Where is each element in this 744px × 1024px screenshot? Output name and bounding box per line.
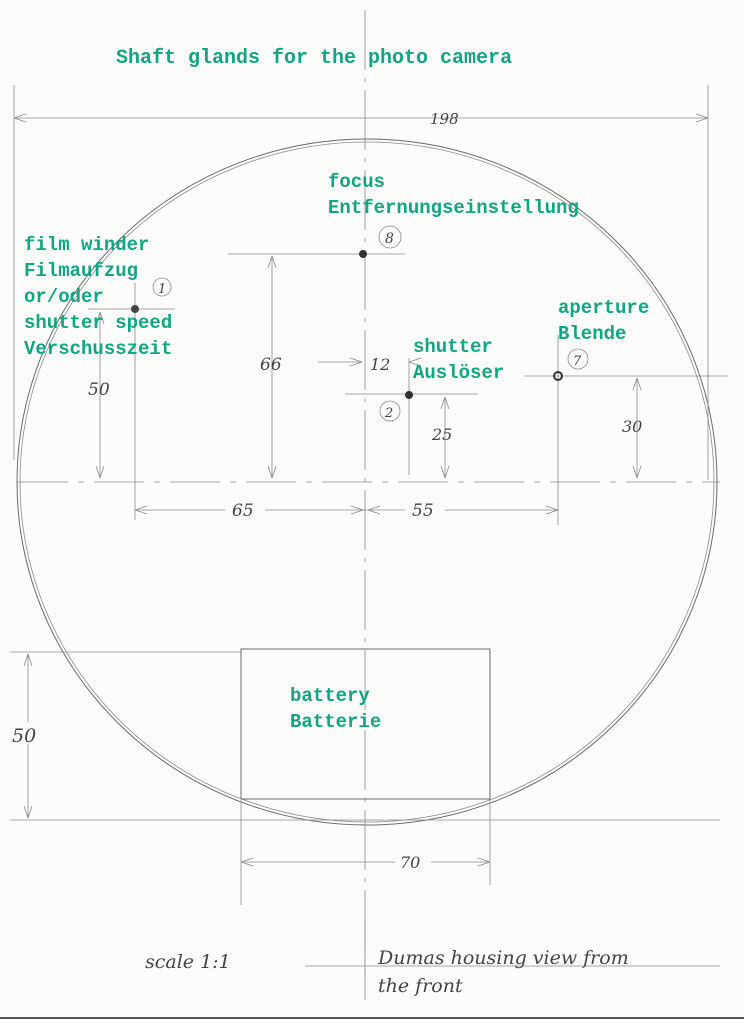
caption-line1: Dumas housing view from	[377, 947, 629, 969]
label-focus-de: Entfernungseinstellung	[328, 197, 579, 219]
dim-film-height: 50	[88, 380, 110, 400]
svg-text:7: 7	[573, 354, 582, 369]
label-focus-en: focus	[328, 171, 386, 193]
label-aperture-en: aperture	[558, 297, 650, 319]
label-film-de: Filmaufzug	[24, 260, 139, 282]
label-shutter-en: shutter	[413, 336, 493, 358]
drawing-title: Shaft glands for the photo camera	[116, 47, 513, 70]
svg-text:2: 2	[384, 406, 393, 421]
label-film-en: film winder	[24, 234, 150, 256]
marker-7-circle	[567, 348, 589, 370]
hole-film-winder	[131, 305, 139, 313]
svg-text:8: 8	[385, 231, 394, 247]
dim-aperture-height: 30	[622, 417, 642, 436]
label-aperture-de: Blende	[558, 323, 627, 345]
hole-shutter	[405, 391, 413, 399]
marker-2-circle	[379, 400, 401, 422]
dim-shutter-height: 25	[431, 425, 452, 444]
battery-compartment	[240, 648, 491, 800]
dim-battery-height: 50	[12, 725, 36, 747]
dim-focus-height: 66	[260, 355, 282, 375]
marker-1-circle	[152, 277, 172, 297]
label-shutter-de: Auslöser	[413, 362, 505, 384]
svg-text:1: 1	[158, 282, 166, 297]
scale-label: scale 1:1	[145, 951, 231, 973]
label-battery-en: battery	[290, 685, 370, 707]
label-battery-de: Batterie	[290, 711, 382, 733]
dim-battery-width: 70	[400, 853, 420, 872]
hole-focus	[359, 250, 367, 258]
label-speed-en: shutter speed	[24, 312, 173, 334]
label-speed-de: Verschusszeit	[24, 338, 173, 360]
dim-shutter-offset: 12	[370, 355, 390, 374]
dim-film-x: 65	[232, 501, 254, 521]
caption-line2: the front	[378, 975, 463, 997]
dim-width: 198	[430, 110, 459, 128]
label-or: or/oder	[24, 286, 104, 308]
dim-aperture-x: 55	[412, 501, 434, 521]
marker-8-circle	[378, 225, 402, 249]
hole-aperture	[553, 371, 563, 381]
